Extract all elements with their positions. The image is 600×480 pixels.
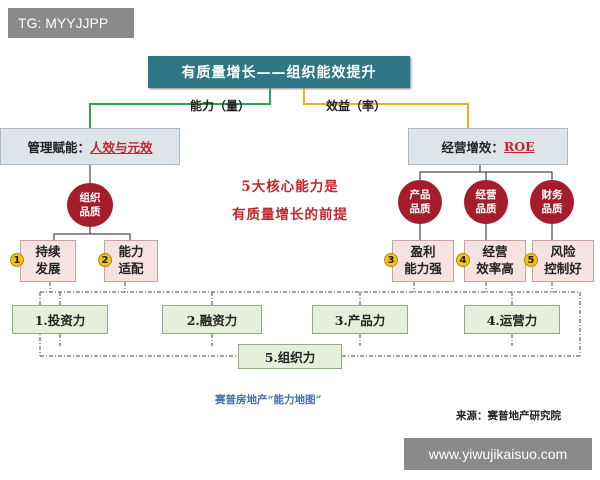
right-head-prefix: 经营增效：	[441, 140, 504, 155]
item-profitability: 盈利能力强	[392, 240, 454, 282]
item-risk-control: 风险控制好	[532, 240, 594, 282]
circle-finance-quality: 财务品质	[530, 180, 574, 224]
item-2-badge: 2	[98, 253, 112, 267]
item-operating-efficiency: 经营效率高	[464, 240, 526, 282]
circle-org-quality: 组织品质	[67, 183, 113, 227]
left-head-highlight: 人效与元效	[90, 140, 153, 155]
item-4-badge: 4	[456, 253, 470, 267]
capability-product: 3.产品力	[312, 305, 408, 334]
circle-operation-quality: 经营品质	[464, 180, 508, 224]
right-head-box: 经营增效： ROE	[408, 128, 568, 165]
capability-investment: 1.投资力	[12, 305, 108, 334]
item-5-badge: 5	[524, 253, 538, 267]
diagram-title: 有质量增长——组织能效提升	[148, 56, 410, 88]
source-note: 来源：赛普地产研究院	[456, 410, 561, 422]
item-capability-fit: 能力适配	[104, 240, 158, 282]
center-statement: 5大核心能力是 有质量增长的前提	[200, 175, 380, 223]
watermark-bottom: www.yiwujikaisuo.com	[404, 438, 592, 470]
item-1-badge: 1	[10, 253, 24, 267]
item-3-badge: 3	[384, 253, 398, 267]
left-head-box: 管理赋能： 人效与元效	[0, 128, 180, 165]
center-line-1: 5大核心能力是	[241, 179, 339, 195]
circle-product-quality: 产品品质	[398, 180, 442, 224]
left-head-prefix: 管理赋能：	[27, 140, 90, 155]
right-head-highlight: ROE	[503, 139, 535, 154]
capability-financing: 2.融资力	[162, 305, 262, 334]
center-line-2: 有质量增长的前提	[232, 207, 348, 223]
capability-organization: 5.组织力	[238, 344, 342, 369]
branch-left-label: 能力（量）	[190, 99, 251, 113]
item-sustainable-development: 持续发展	[20, 240, 76, 282]
diagram-caption: 赛普房地产“能力地图”	[215, 394, 322, 406]
branch-right-label: 效益（率）	[326, 99, 387, 113]
capability-operation: 4.运营力	[464, 305, 560, 334]
watermark-top: TG: MYYJJPP	[8, 8, 134, 38]
